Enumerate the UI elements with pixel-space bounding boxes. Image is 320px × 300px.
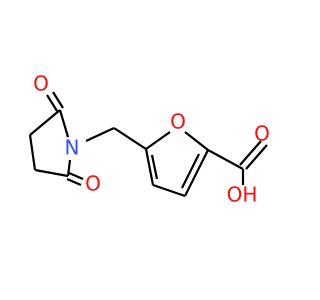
- bond-furan-c4-c5: [144, 148, 155, 186]
- bond-furan-c4-c5-inner: [150, 154, 159, 180]
- bond-n-ch2: [85, 127, 115, 142]
- bond-furan-o1-c2: [184, 131, 209, 151]
- bond-c2-n: [58, 109, 70, 138]
- bond-cooh-o-double-a: [245, 144, 268, 170]
- chemical-structure-diagram: O N O O O OH: [28, 72, 270, 207]
- bond-furan-c5-o1: [145, 131, 171, 150]
- atom-label-ketone-o-bottom: O: [85, 172, 101, 196]
- bond-c5-o-bottom-a: [68, 171, 84, 181]
- bond-ch2-furan-c5: [113, 127, 147, 150]
- bond-cooh-o-double-b: [239, 140, 262, 166]
- bond-furan-c2-c3: [184, 149, 209, 197]
- bond-c4-c5: [34, 168, 69, 178]
- bond-furan-c3-c4: [152, 183, 186, 198]
- atom-label-acid-oh: OH: [227, 183, 258, 207]
- bond-c5-o-bottom-b: [66, 177, 82, 187]
- bond-furan-c2-c3-inner: [181, 153, 200, 189]
- bond-c2-c3: [29, 109, 61, 136]
- atom-label-ketone-o-top: O: [33, 72, 49, 96]
- atom-label-imide-n: N: [65, 136, 80, 160]
- atom-label-acid-o-double: O: [254, 122, 270, 146]
- atom-label-furan-o: O: [170, 110, 186, 134]
- bond-c5-n: [66, 159, 72, 177]
- bond-furan-c2-cooh: [207, 149, 244, 170]
- bond-c2-o-top-a: [46, 94, 58, 112]
- bond-c2-o-top-b: [52, 91, 64, 109]
- bond-c3-c4: [28, 134, 37, 171]
